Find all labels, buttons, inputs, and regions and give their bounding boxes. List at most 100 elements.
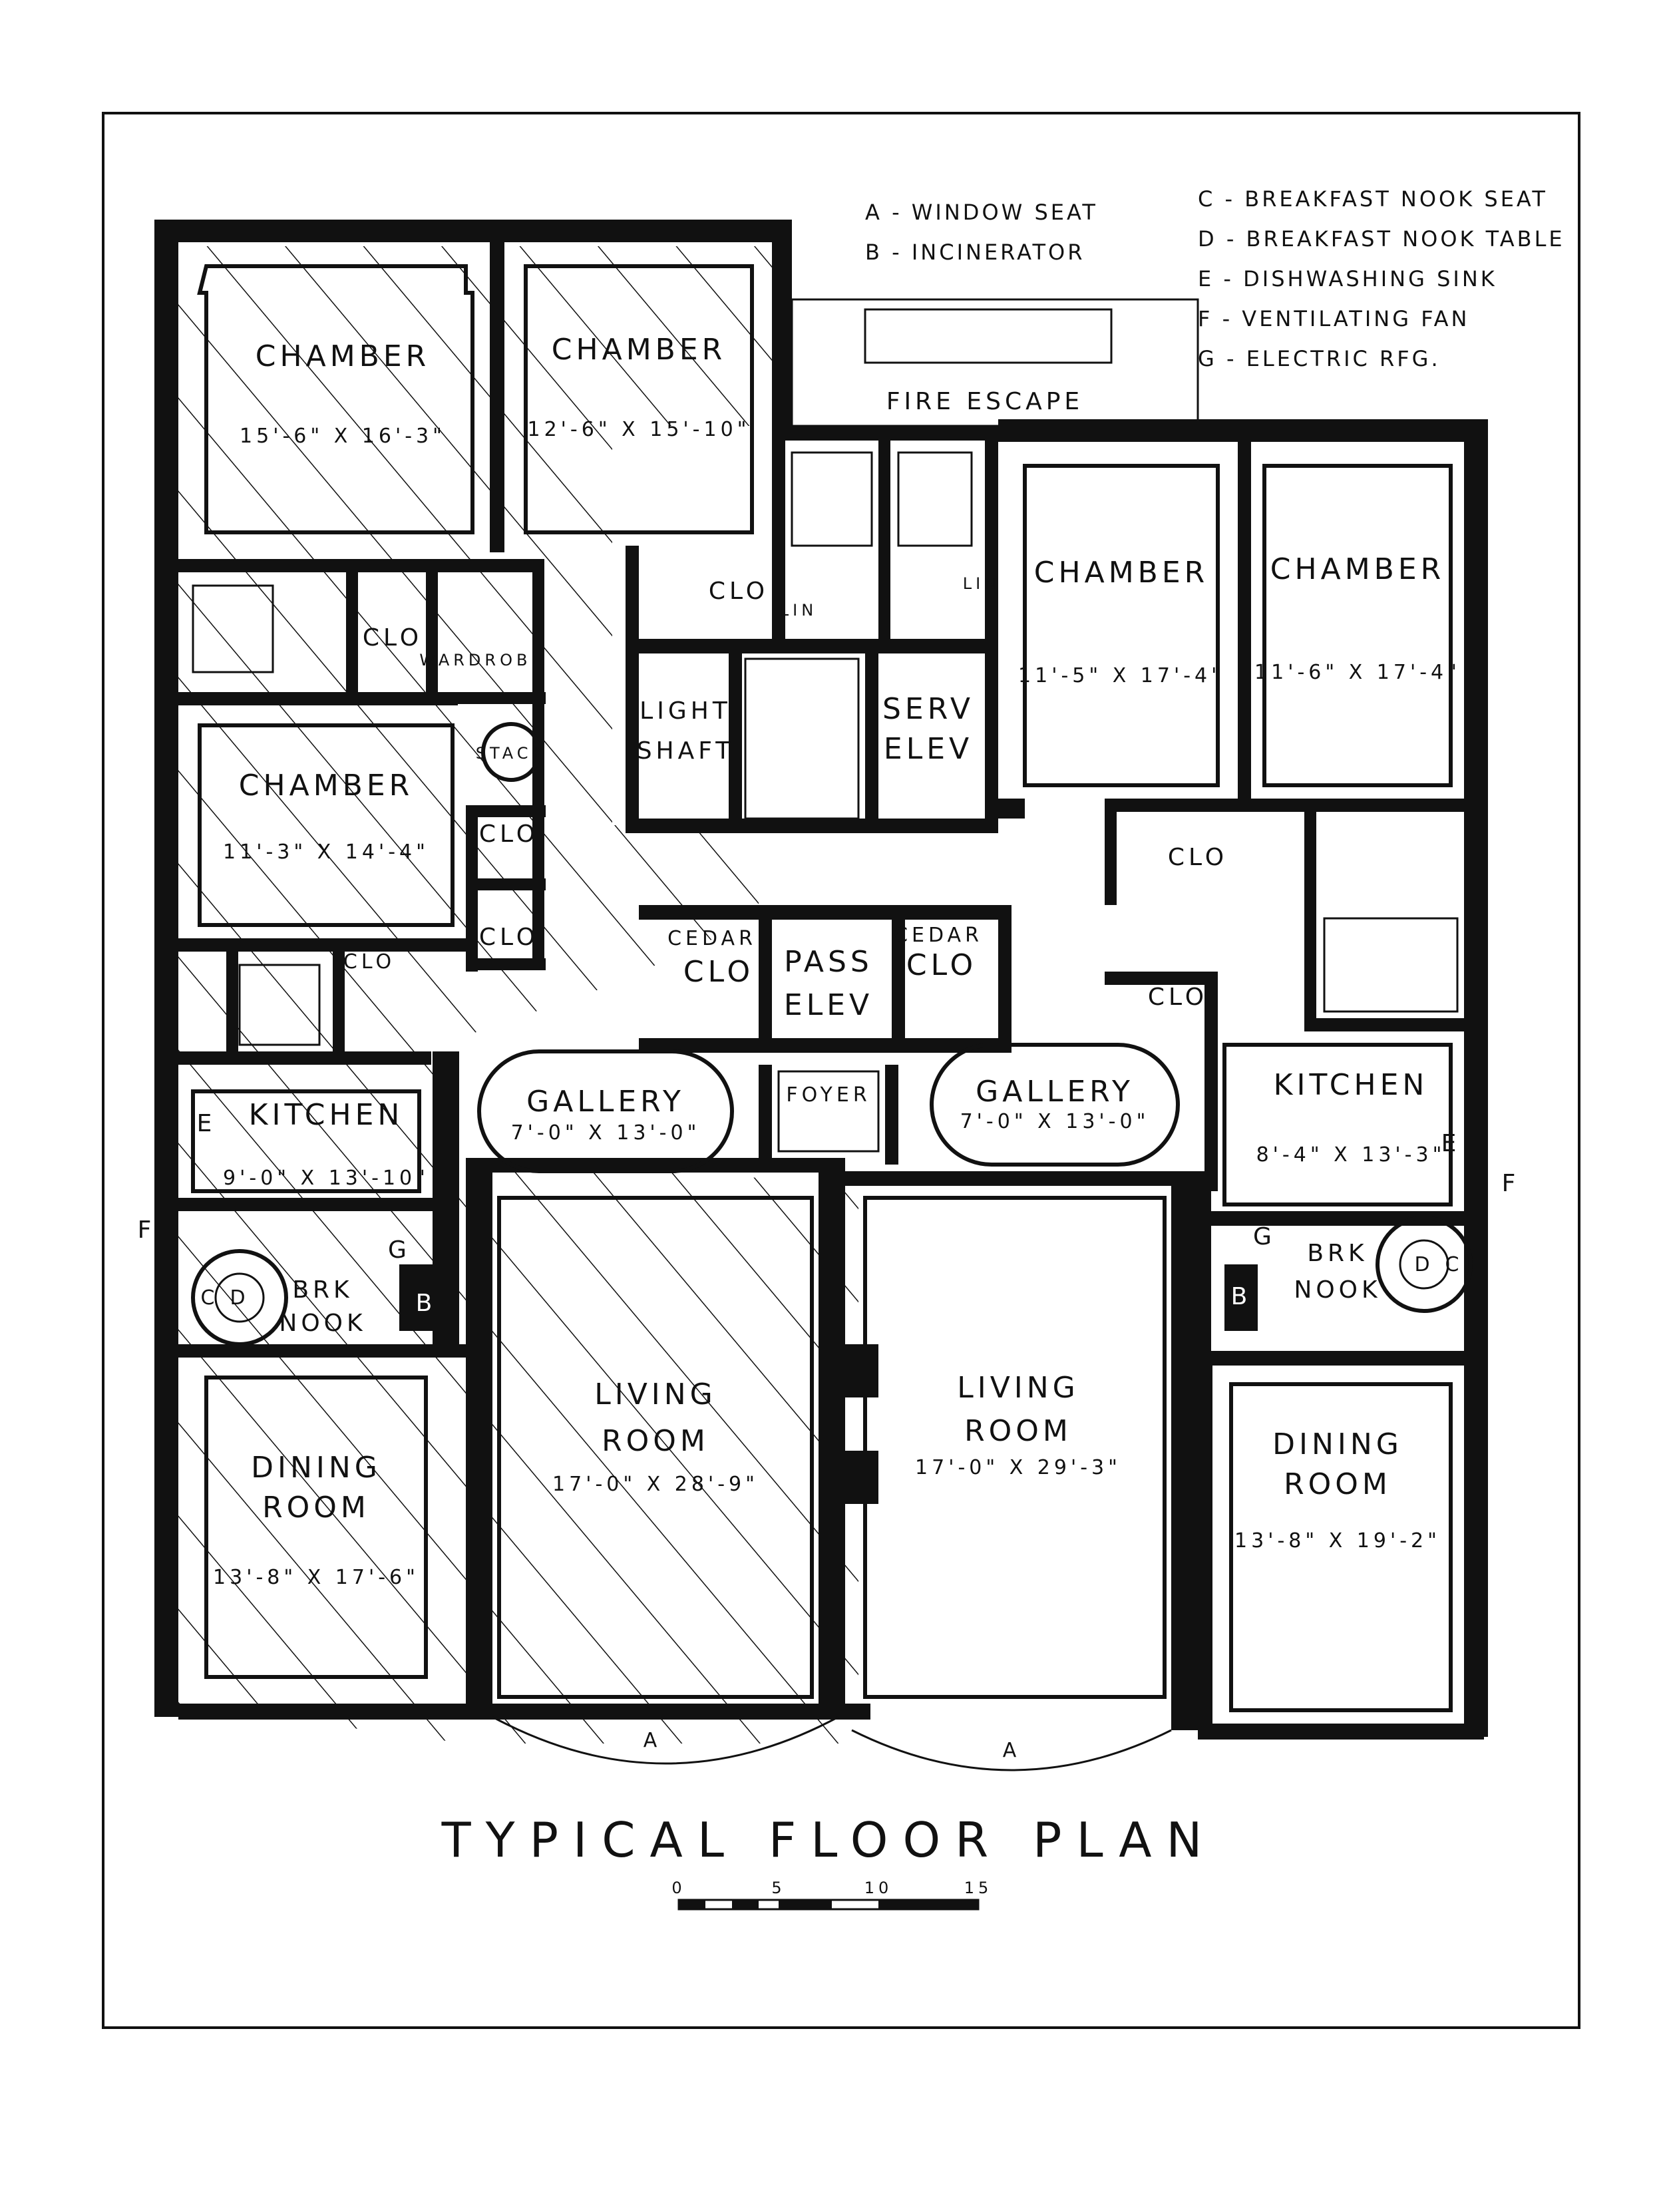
scale-tick-label: 5 <box>771 1879 785 1897</box>
legend-item: F - VENTILATING FAN <box>1198 306 1469 331</box>
wall <box>985 439 998 832</box>
wall <box>226 952 238 1065</box>
key-letter-G: G <box>1253 1223 1276 1250</box>
fire-escape-stair <box>864 308 1113 364</box>
wall <box>838 1451 878 1504</box>
west-kitchen-outline <box>191 1089 421 1193</box>
west-bay-window <box>492 1716 839 1765</box>
wall <box>1198 1351 1464 1366</box>
legend-item: G - ELECTRIC RFG. <box>1198 346 1441 371</box>
room-dims: 9'-0" X 13'-10" <box>223 1167 429 1190</box>
wall <box>490 240 504 552</box>
wall <box>1304 812 1316 1025</box>
west-gallery-outline <box>477 1049 734 1173</box>
room-name: NOOK <box>1294 1276 1381 1304</box>
wall <box>466 1171 492 1717</box>
wall <box>998 419 1484 442</box>
room-dims: 17'-0" X 29'-3" <box>915 1456 1121 1479</box>
wall <box>1171 1171 1198 1730</box>
west-brk-nook-seat <box>191 1249 288 1346</box>
west-living-outline <box>497 1196 814 1699</box>
wall <box>772 426 998 441</box>
clo-label: CLO <box>1148 984 1208 1011</box>
key-letter-A: A <box>644 1729 661 1752</box>
wardrobe-label: WARDROBE <box>419 651 545 669</box>
wall <box>333 952 345 1065</box>
room-dims: 13'-8" X 19'-2" <box>1234 1529 1441 1553</box>
light-shaft-label: SHAFT <box>637 737 735 765</box>
wall <box>878 439 890 645</box>
wall <box>845 1171 1204 1186</box>
room-name: GALLERY <box>526 1085 685 1119</box>
wall <box>1251 799 1464 812</box>
light-shaft-label: LIGHT <box>640 697 731 725</box>
wall <box>178 1198 445 1211</box>
clo-label: CLO <box>479 924 539 951</box>
scale-tick-label: 10 <box>864 1879 893 1897</box>
west-apartment-hatch <box>173 246 858 1744</box>
wall <box>154 220 792 242</box>
clo-label: CLO <box>709 578 769 605</box>
wall <box>772 220 792 439</box>
plan-title: TYPICAL FLOOR PLAN <box>441 1812 1217 1868</box>
stair-outline <box>744 657 860 820</box>
wall <box>1224 1264 1258 1331</box>
wall <box>1198 1724 1484 1740</box>
room-name: LIVING <box>957 1371 1079 1405</box>
legend-item: A - WINDOW SEAT <box>865 200 1098 225</box>
wall <box>998 799 1025 819</box>
bath-tile <box>238 964 321 1046</box>
room-name: BRK <box>292 1276 353 1304</box>
room-name: NOOK <box>279 1310 366 1337</box>
wall <box>178 1704 870 1720</box>
east-chamber-1-outline <box>1023 464 1220 787</box>
fire-escape-label: FIRE ESCAPE <box>886 388 1083 415</box>
wall <box>466 958 546 970</box>
east-brk-nook-table <box>1399 1239 1449 1290</box>
clo-label: CLO <box>343 950 395 974</box>
scale-tick-label: 0 <box>671 1879 685 1897</box>
key-letter-F: F <box>138 1216 156 1244</box>
wall <box>626 639 998 653</box>
room-name: CHAMBER <box>552 333 726 367</box>
wall <box>1204 972 1218 1191</box>
room-name: CHAMBER <box>1270 552 1445 586</box>
room-dims: 8'-4" X 13'-3" <box>1256 1143 1446 1167</box>
wall <box>639 1038 1012 1053</box>
serv-elev-label: SERV <box>882 692 974 726</box>
pass-elev-label: PASS <box>784 945 873 979</box>
room-dims: 12'-6" X 15'-10" <box>528 418 751 441</box>
east-bay-window <box>851 1729 1172 1771</box>
wall <box>998 905 1012 1051</box>
wall <box>865 639 878 832</box>
wall <box>178 1051 431 1065</box>
wall <box>466 878 546 890</box>
room-name: DINING <box>1272 1427 1403 1461</box>
bath-tile <box>791 451 873 547</box>
key-letter-C: C <box>1445 1253 1463 1276</box>
scale-bar <box>677 1899 980 1911</box>
room-name: CHAMBER <box>239 769 413 803</box>
wall <box>1304 1018 1464 1031</box>
room-dims: 15'-6" X 16'-3" <box>240 425 446 448</box>
wall <box>466 805 546 817</box>
wall <box>1105 812 1117 905</box>
east-gallery-outline <box>930 1043 1180 1167</box>
west-brk-nook-table <box>214 1272 265 1323</box>
wall <box>626 546 639 832</box>
west-dining-outline <box>204 1376 428 1679</box>
room-name: CHAMBER <box>256 339 430 373</box>
room-name: BRK <box>1307 1240 1368 1267</box>
room-name: KITCHEN <box>249 1098 404 1132</box>
fire-escape-outline <box>791 298 1199 427</box>
key-letter-C: C <box>201 1286 219 1310</box>
stack-label: STACK <box>476 744 547 763</box>
foyer-outline <box>777 1070 880 1153</box>
legend-item: C - BREAKFAST NOOK SEAT <box>1198 186 1548 212</box>
room-name: ROOM <box>602 1424 709 1458</box>
wall <box>772 426 785 645</box>
wall <box>346 572 358 705</box>
east-chamber-2-outline <box>1262 464 1453 787</box>
room-dims: 17'-0" X 28'-9" <box>552 1473 759 1496</box>
serv-elev-label: ELEV <box>884 732 973 766</box>
